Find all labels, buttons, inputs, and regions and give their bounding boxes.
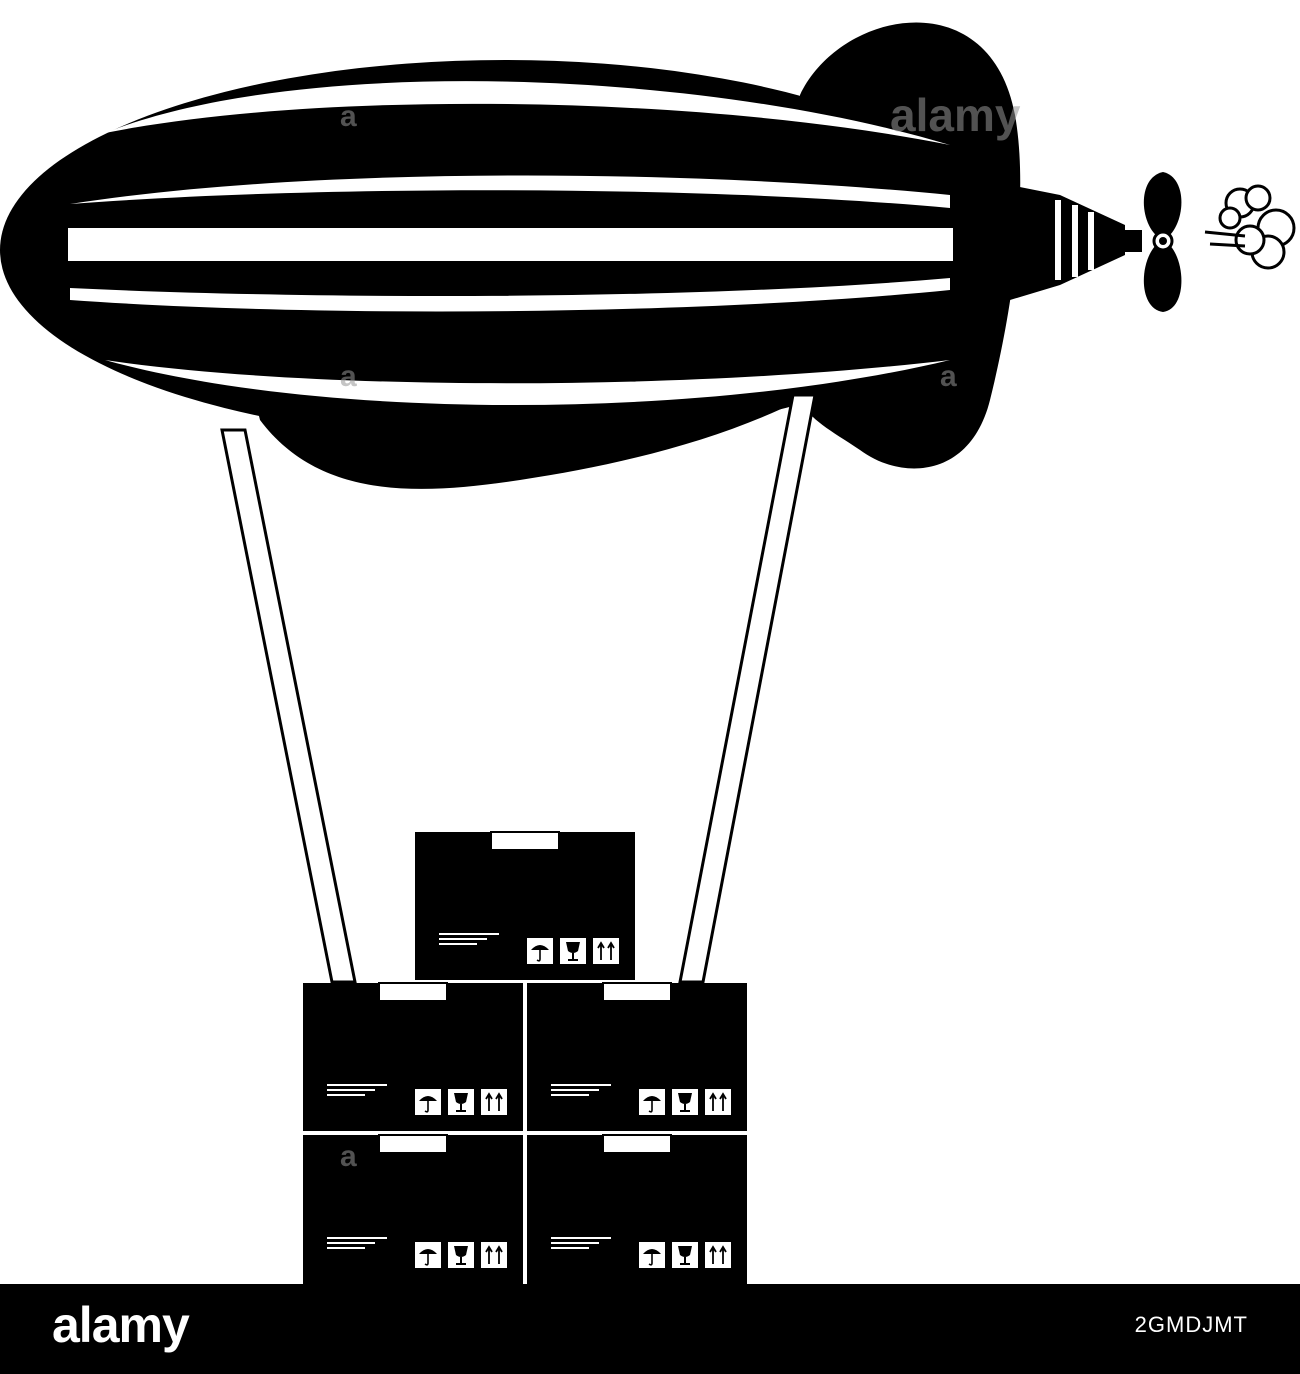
cardboard-box-icon bbox=[527, 1134, 747, 1284]
this-way-up-icon bbox=[481, 1242, 507, 1268]
this-way-up-icon bbox=[593, 938, 619, 964]
airship-nozzle bbox=[1010, 185, 1125, 300]
exhaust-cloud-icon bbox=[1204, 184, 1296, 270]
cardboard-box-icon bbox=[527, 982, 747, 1131]
fragile-glass-icon bbox=[672, 1089, 698, 1115]
umbrella-icon bbox=[415, 1242, 441, 1268]
airship-cargo-illustration bbox=[0, 22, 1296, 1284]
cardboard-box-icon bbox=[303, 982, 523, 1131]
this-way-up-icon bbox=[705, 1089, 731, 1115]
footer-bar: alamy 2GMDJMT bbox=[0, 1284, 1300, 1374]
fragile-glass-icon bbox=[448, 1242, 474, 1268]
watermark-letter: a bbox=[340, 360, 357, 393]
fragile-glass-icon bbox=[560, 938, 586, 964]
watermark-letter: a bbox=[340, 1140, 357, 1173]
umbrella-icon bbox=[527, 938, 553, 964]
watermark-letter: a bbox=[340, 100, 357, 133]
propeller-icon bbox=[1143, 172, 1182, 312]
watermark-brand: alamy bbox=[890, 89, 1021, 141]
cargo-stack bbox=[303, 831, 747, 1284]
footer-image-id: 2GMDJMT bbox=[1134, 1312, 1248, 1337]
fragile-glass-icon bbox=[448, 1089, 474, 1115]
this-way-up-icon bbox=[481, 1089, 507, 1115]
this-way-up-icon bbox=[705, 1242, 731, 1268]
cardboard-box-icon bbox=[415, 831, 635, 980]
footer-brand-logo: alamy bbox=[52, 1297, 190, 1353]
watermark-letter: a bbox=[940, 360, 957, 393]
umbrella-icon bbox=[639, 1242, 665, 1268]
fragile-glass-icon bbox=[672, 1242, 698, 1268]
airship-icon bbox=[0, 22, 1142, 489]
umbrella-icon bbox=[639, 1089, 665, 1115]
suspension-ropes bbox=[220, 393, 817, 984]
cardboard-box-icon bbox=[303, 1134, 523, 1284]
umbrella-icon bbox=[415, 1089, 441, 1115]
